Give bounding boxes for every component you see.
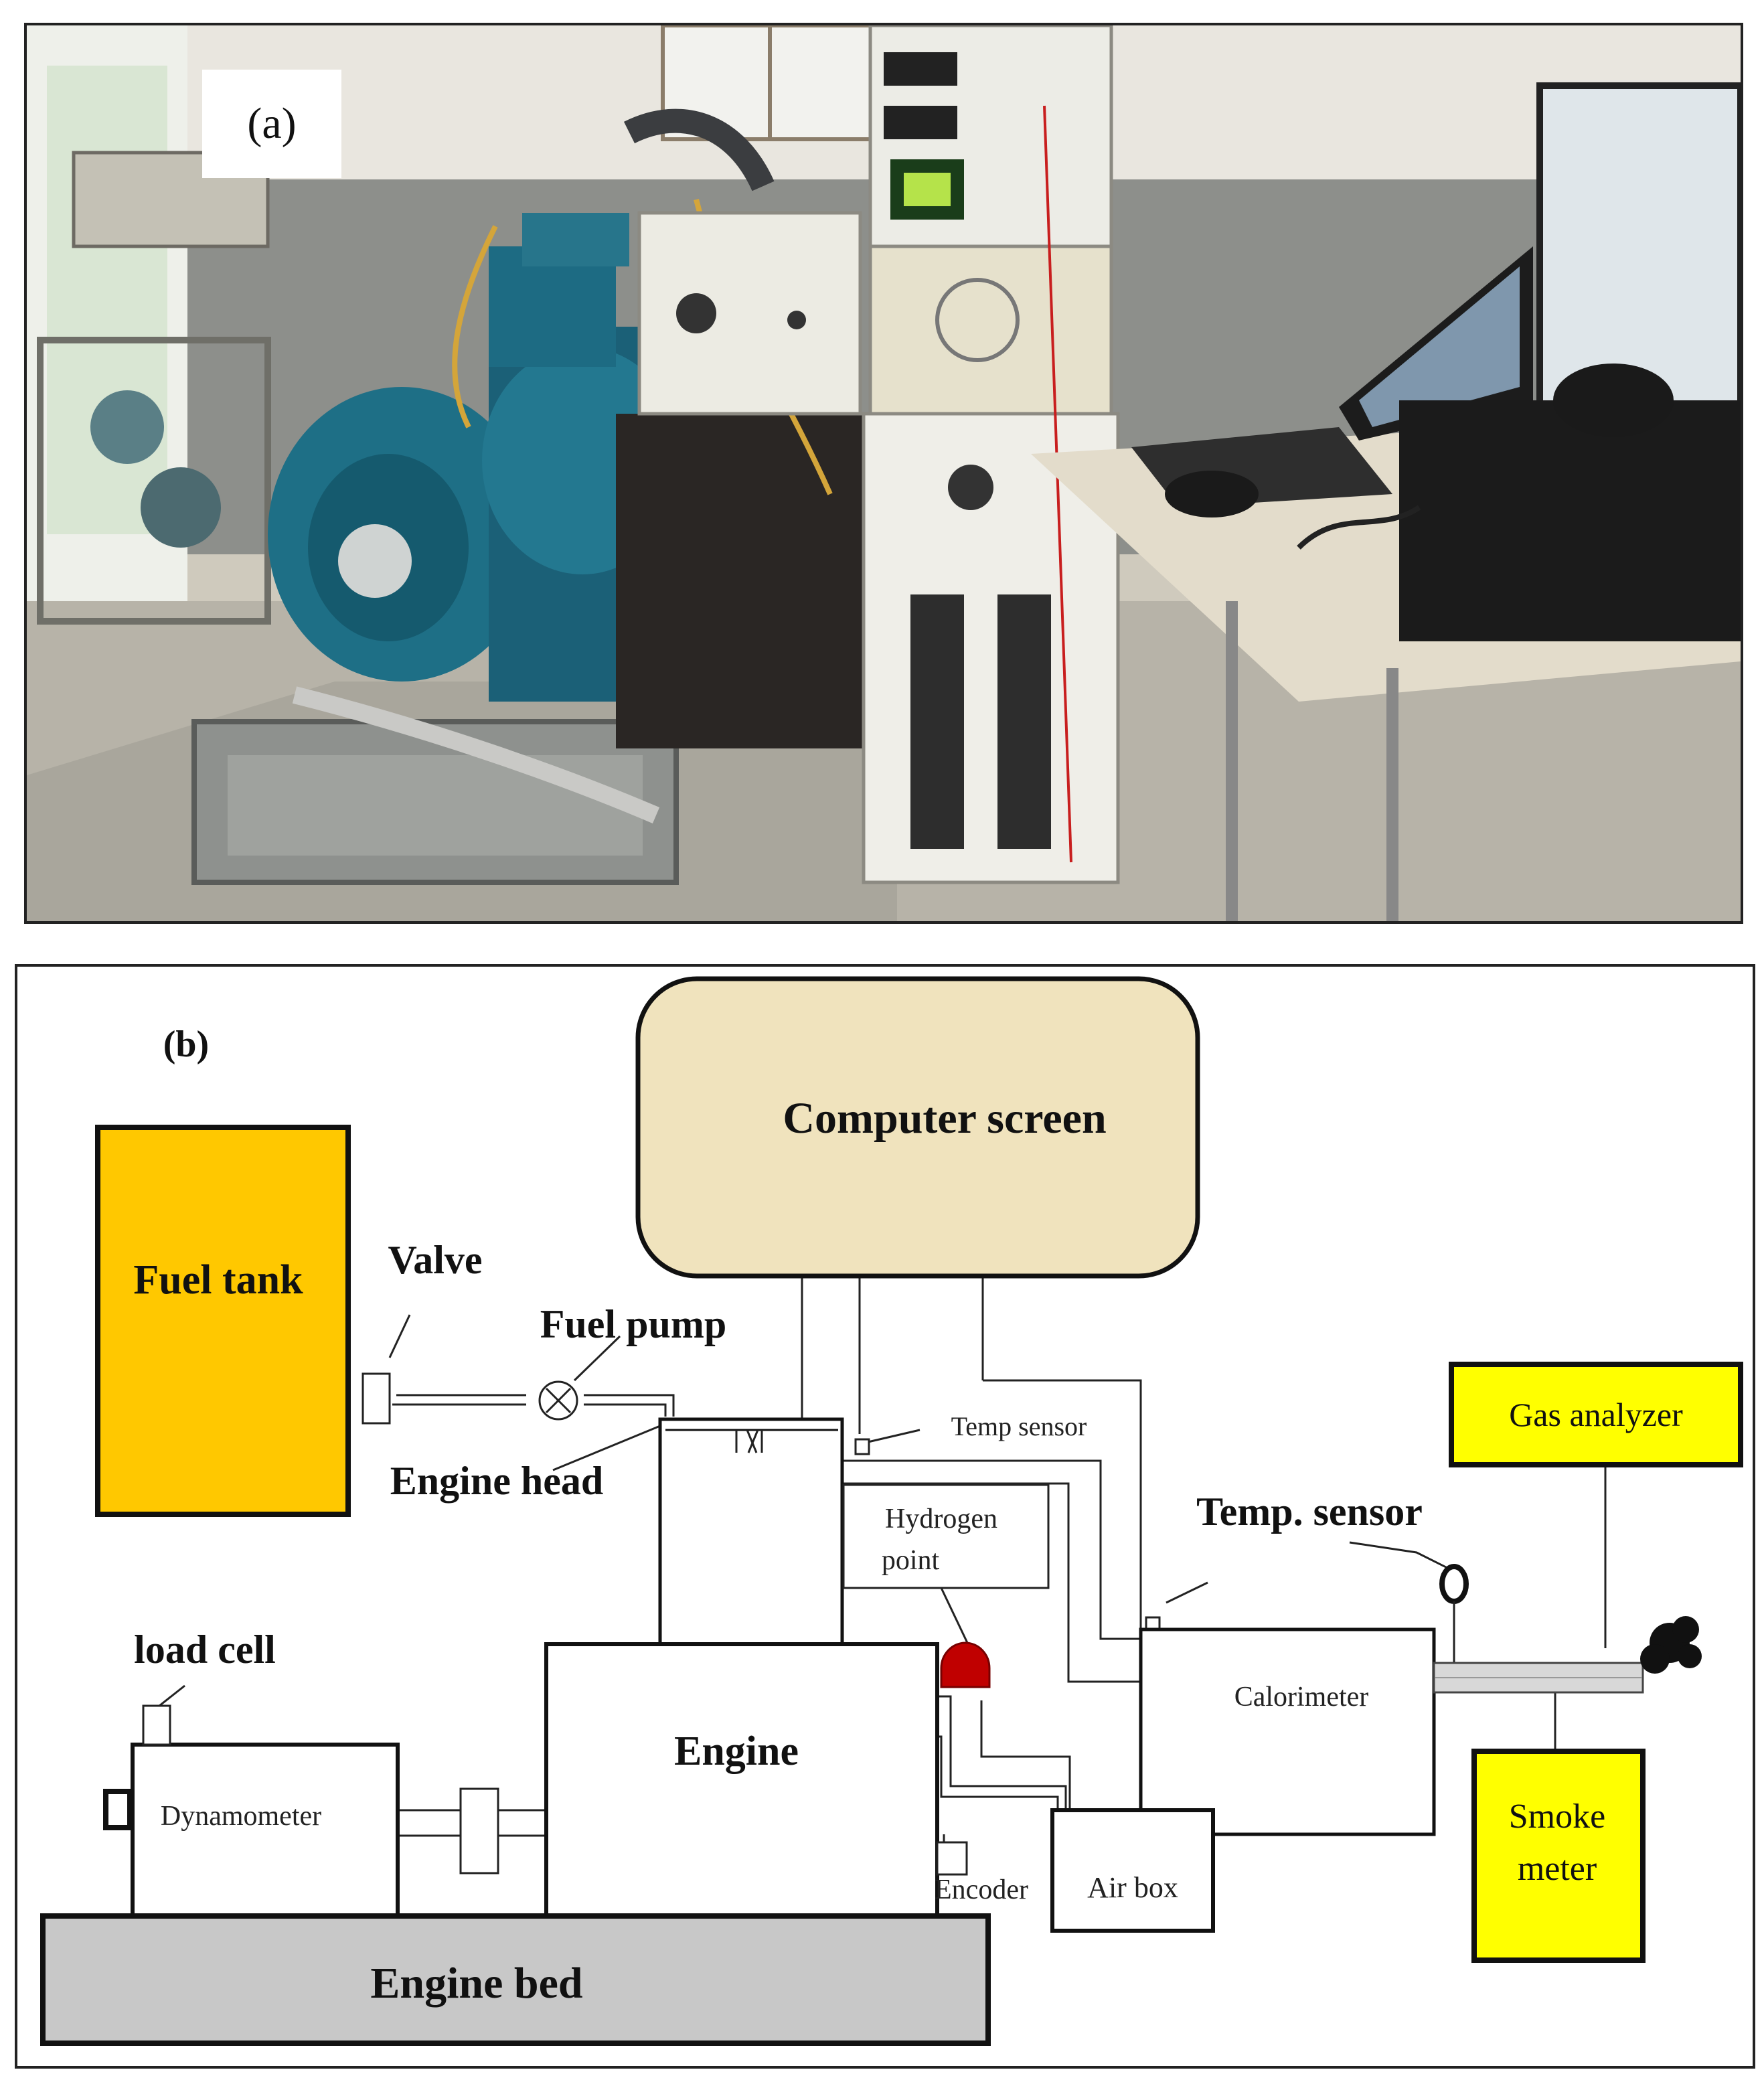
calorimeter-box <box>1139 1627 1436 1836</box>
dynamometer-end-cap <box>103 1789 133 1830</box>
valve-label: Valve <box>388 1238 482 1282</box>
fuel-tank-box <box>95 1125 351 1517</box>
hydrogen-injector-icon <box>940 1642 991 1688</box>
hydrogen-point-box <box>842 1484 1050 1589</box>
fuel-tank-label: Fuel tank <box>133 1257 303 1303</box>
gas-analyzer-box <box>1449 1362 1743 1467</box>
engine-head-label: Engine head <box>390 1459 603 1503</box>
panel-b-label: (b) <box>163 1024 209 1065</box>
injector-symbol <box>735 1429 763 1453</box>
encoder-label: Encoder <box>935 1874 1028 1905</box>
schematic-panel-b: Computer screen (b) Fuel tank Valve Fuel… <box>15 964 1755 2069</box>
air-box-label: Air box <box>1087 1871 1178 1904</box>
fuel-pump-symbol <box>538 1380 578 1421</box>
calorimeter-label: Calorimeter <box>1234 1682 1369 1712</box>
temp-sensor-small-symbol <box>854 1438 870 1455</box>
engine-bed-box <box>40 1913 991 2046</box>
engine-label: Engine <box>674 1729 799 1774</box>
dynamometer-label: Dynamometer <box>161 1801 321 1832</box>
air-box <box>1050 1808 1215 1933</box>
engine-setup-schematic: Computer screen (b) Fuel tank Valve Fuel… <box>40 976 1743 2046</box>
computer-screen-label: Computer screen <box>783 1094 1106 1143</box>
temp-sensor-label: Temp. sensor <box>1196 1490 1423 1534</box>
gas-analyzer-label: Gas analyzer <box>1509 1396 1683 1433</box>
connection-lines <box>159 1276 1607 1842</box>
valve-symbol <box>362 1372 391 1425</box>
exhaust-sensor-ring <box>1439 1564 1469 1604</box>
photo-panel-a: (a) <box>24 23 1743 924</box>
fuel-pump-label: Fuel pump <box>540 1302 726 1346</box>
computer-screen-box <box>635 976 1200 1279</box>
smoke-meter-label-line1: Smoke <box>1509 1797 1605 1836</box>
load-cell-symbol <box>142 1704 171 1746</box>
engine-box <box>544 1642 939 1931</box>
engine-test-rig-photo <box>27 25 1741 921</box>
hydrogen-point-label-line1: Hydrogen <box>885 1504 997 1534</box>
smoke-meter-box <box>1471 1749 1646 1963</box>
panel-a-label: (a) <box>202 70 341 178</box>
shaft-coupling <box>459 1787 499 1874</box>
load-cell-label: load cell <box>134 1627 276 1672</box>
smoke-meter-label-line2: meter <box>1518 1850 1597 1888</box>
temp-sensor-small-label: Temp sensor <box>951 1411 1087 1441</box>
dynamometer-box <box>131 1743 400 1931</box>
encoder-symbol <box>936 1841 968 1876</box>
engine-bed-label: Engine bed <box>370 1959 582 2008</box>
smoke-icon <box>1640 1616 1702 1674</box>
hydrogen-point-label-line2: point <box>882 1545 940 1576</box>
